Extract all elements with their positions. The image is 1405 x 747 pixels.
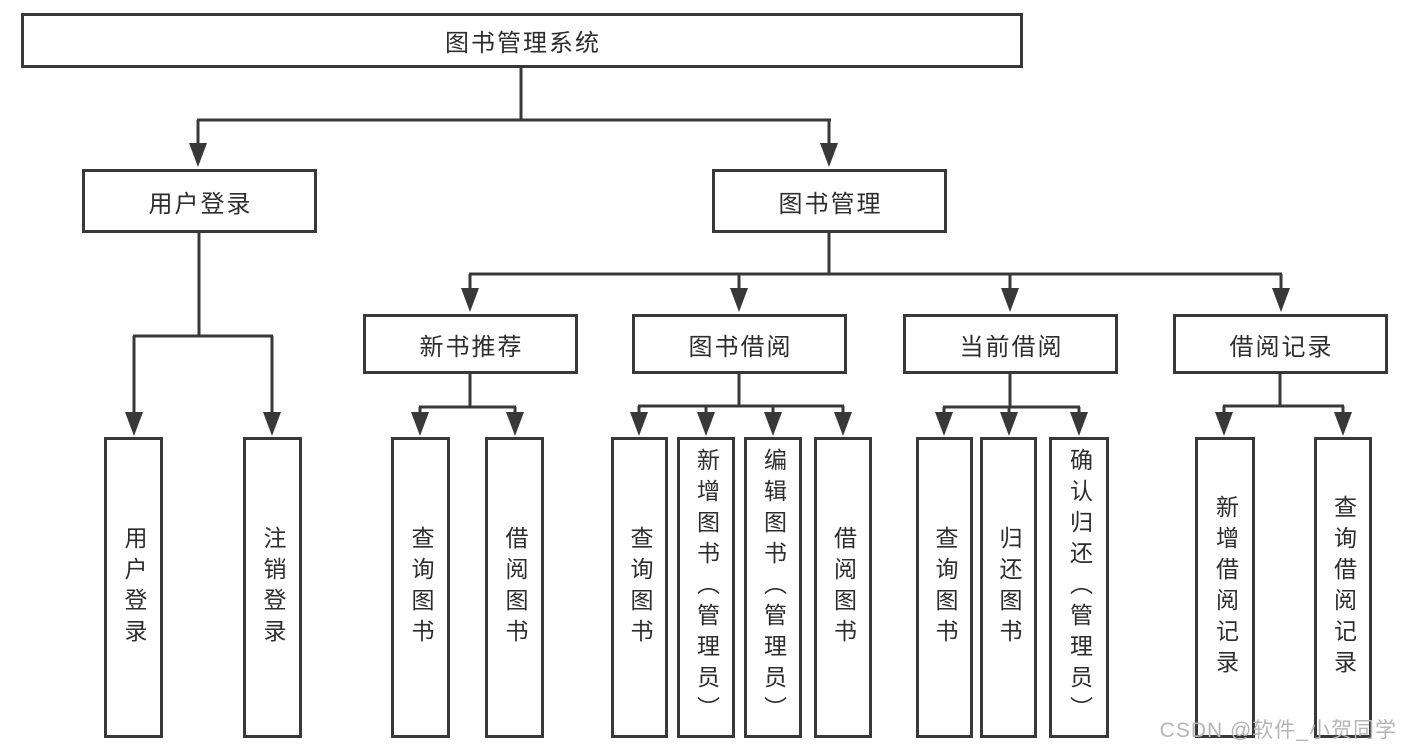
connector-book-borrow-to-leaves xyxy=(630,372,852,436)
leaf-confirm-return-admin: 确认归还（管理员） xyxy=(1049,437,1109,738)
leaf-borrow-books: 借阅图书 xyxy=(814,437,872,738)
node-book-borrow: 图书借阅 xyxy=(632,314,847,374)
leaf-query-books-current: 查询图书 xyxy=(916,437,973,738)
node-book-management: 图书管理 xyxy=(712,169,947,233)
node-current-borrow: 当前借阅 xyxy=(903,314,1118,374)
connector-book-management-to-level3 xyxy=(461,233,1290,312)
leaf-query-books-borrow: 查询图书 xyxy=(611,437,668,738)
leaf-logout: 注销登录 xyxy=(243,437,302,738)
leaf-add-books-admin: 新增图书（管理员） xyxy=(677,437,735,738)
csdn-watermark: CSDN @软件_小贺同学 xyxy=(1159,719,1397,742)
leaf-query-borrow-record: 查询借阅记录 xyxy=(1314,437,1372,738)
leaf-borrow-books-recommend: 借阅图书 xyxy=(485,437,544,738)
node-library-management-system: 图书管理系统 xyxy=(21,13,1023,68)
node-user-login: 用户登录 xyxy=(82,169,317,233)
connector-root-to-level2 xyxy=(189,67,838,167)
node-borrow-records: 借阅记录 xyxy=(1173,314,1388,374)
leaf-return-books: 归还图书 xyxy=(980,437,1037,738)
leaf-user-login: 用户登录 xyxy=(104,437,163,738)
node-new-book-recommend: 新书推荐 xyxy=(363,314,578,374)
connector-current-borrow-to-leaves xyxy=(935,372,1088,436)
leaf-edit-books-admin: 编辑图书（管理员） xyxy=(744,437,802,738)
leaf-add-borrow-record: 新增借阅记录 xyxy=(1195,437,1255,738)
connector-user-login-to-leaves xyxy=(125,233,281,436)
leaf-query-books-recommend: 查询图书 xyxy=(391,437,450,738)
connector-borrow-records-to-leaves xyxy=(1215,372,1352,436)
connector-new-book-recommend-to-leaves xyxy=(411,372,524,436)
